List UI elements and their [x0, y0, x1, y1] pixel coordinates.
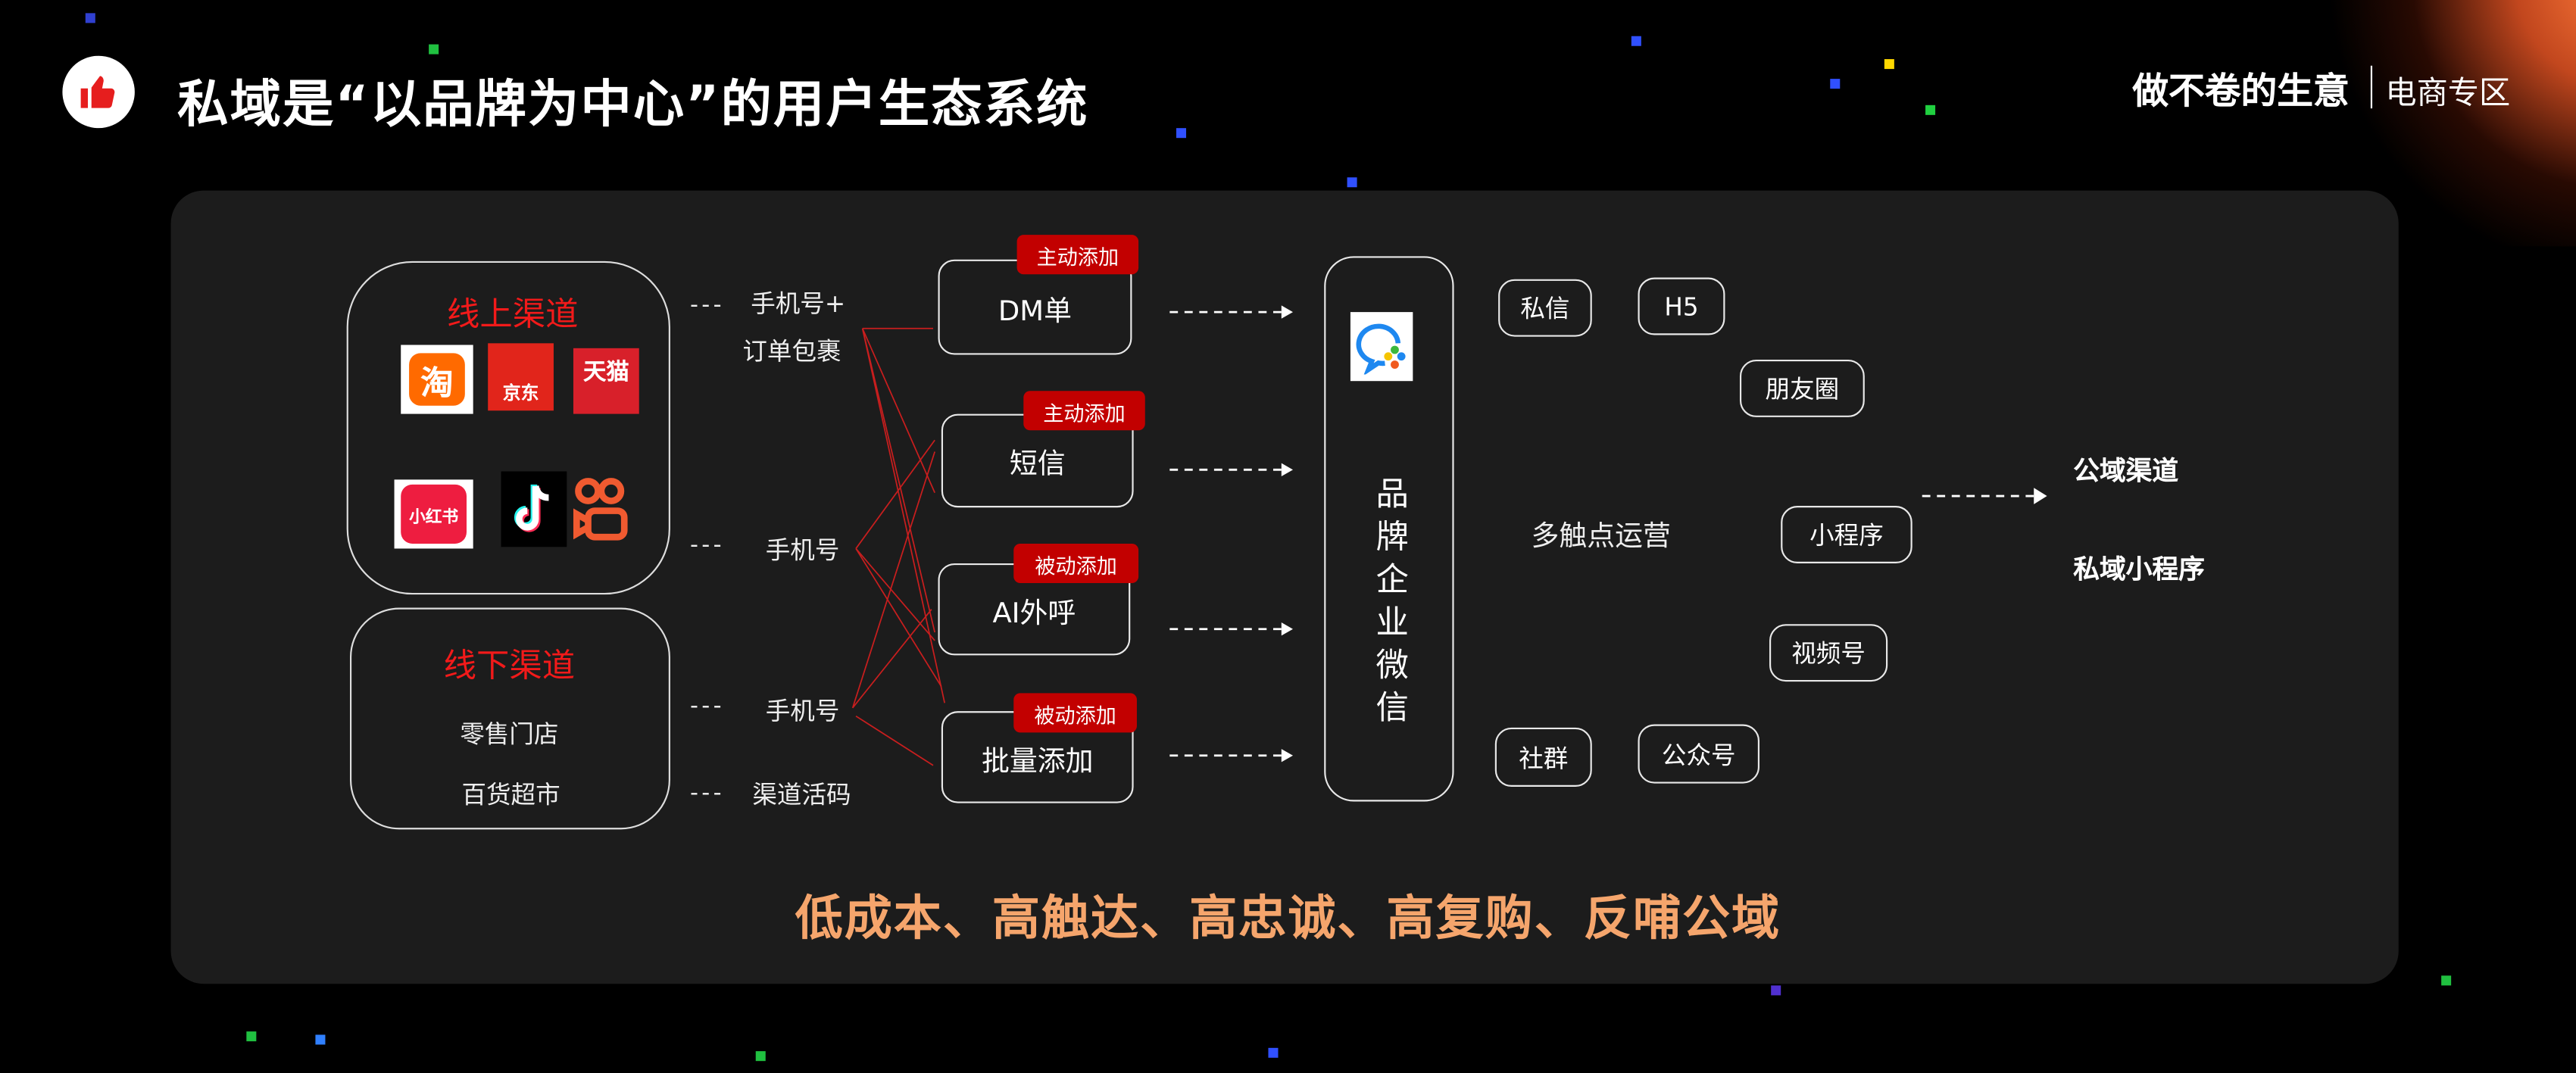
brand-name: 做不卷的生意	[2132, 72, 2350, 114]
method-badge: 主动添加	[1023, 391, 1145, 431]
touchpoint-box: 朋友圈	[1739, 360, 1865, 417]
jd-icon: 京东	[488, 343, 554, 411]
diagram-panel	[170, 190, 2399, 984]
tmall-icon: 天猫	[573, 348, 639, 414]
touchpoint-box: 小程序	[1781, 506, 1912, 563]
wecom-icon	[1350, 312, 1413, 382]
offline-channels-title: 线下渠道	[443, 645, 576, 685]
touchpoints-title: 多触点运营	[1531, 520, 1671, 554]
thumbs-up-icon	[80, 76, 115, 108]
method-box-ai-call: AI外呼	[938, 563, 1131, 656]
dash-connector: ---	[689, 292, 725, 319]
online-channels-group	[346, 260, 670, 595]
output-label: 私域小程序	[2073, 553, 2205, 585]
wecom-label: 品牌企业微信	[1369, 476, 1410, 733]
xiaohongshu-icon: 小红书	[394, 479, 473, 549]
offline-item: 零售门店	[460, 719, 559, 750]
touchpoint-box: 私信	[1498, 279, 1592, 337]
summary-text: 低成本、高触达、高忠诚、高复购、反哺公域	[795, 890, 1781, 947]
online-channels-title: 线上渠道	[446, 294, 579, 334]
output-label: 公域渠道	[2073, 454, 2179, 487]
wecom-box	[1324, 256, 1454, 802]
source-label: 订单包裹	[742, 336, 841, 367]
touchpoint-box: H5	[1638, 277, 1725, 335]
thumbs-up-logo	[62, 55, 135, 129]
offline-channels-group	[349, 607, 670, 830]
taobao-icon: 淘	[401, 345, 473, 414]
page-title: 私域是“以品牌为中心”的用户生态系统	[177, 75, 1089, 135]
source-label: 手机号+	[751, 289, 846, 319]
offline-item: 百货超市	[461, 780, 560, 810]
dash-connector: ---	[689, 780, 725, 806]
kuaishou-icon	[572, 475, 631, 544]
method-badge: 被动添加	[1013, 543, 1139, 583]
douyin-icon	[501, 471, 567, 547]
source-label: 手机号	[765, 696, 840, 726]
method-badge: 被动添加	[1013, 693, 1137, 733]
brand-subtitle: 电商专区	[2385, 75, 2511, 112]
source-label: 手机号	[765, 535, 840, 566]
dash-connector: ---	[689, 532, 725, 559]
method-box-batch: 批量添加	[941, 711, 1134, 803]
dash-connector: ---	[689, 693, 725, 720]
touchpoint-box: 社群	[1494, 727, 1592, 787]
touchpoint-box: 视频号	[1769, 624, 1888, 682]
source-label: 渠道活码	[752, 780, 851, 810]
method-badge: 主动添加	[1016, 235, 1139, 275]
touchpoint-box: 公众号	[1638, 724, 1759, 784]
brand-divider	[2370, 65, 2373, 109]
